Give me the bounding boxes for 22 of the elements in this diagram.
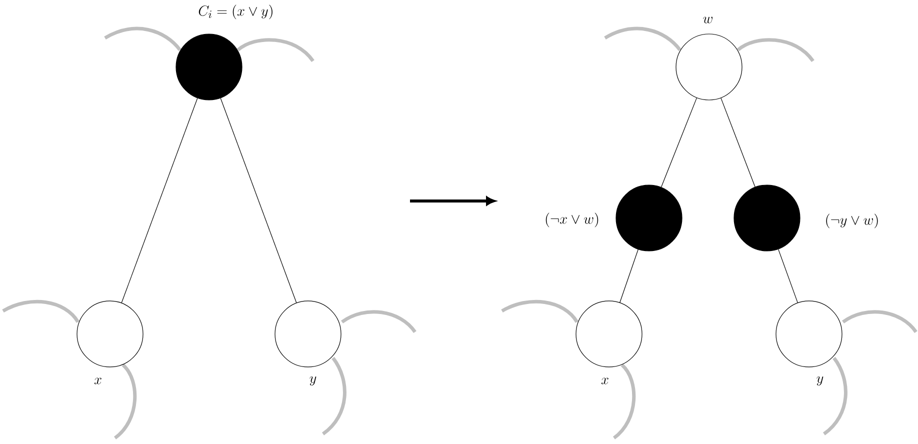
edge-line: [778, 249, 798, 303]
edge-line: [220, 98, 297, 304]
node-label: $y$: [310, 376, 316, 386]
circle-node: [676, 34, 742, 100]
circle-node: [76, 300, 144, 368]
filled-circle: [616, 184, 682, 252]
edge-line: [661, 98, 697, 188]
edge-line: [620, 249, 638, 303]
node-label: $x$: [601, 378, 608, 384]
node-label: $C_i = (x \vee y)$: [198, 4, 272, 20]
filled-circle: [176, 34, 242, 100]
node-label: $(\neg x \vee w)$: [546, 212, 598, 228]
node-label: $w$: [703, 16, 712, 24]
circle-node: [274, 300, 342, 368]
node-label: $x$: [94, 378, 102, 384]
edge-line: [720, 98, 756, 188]
edge-line: [121, 98, 198, 304]
filled-circle: [734, 184, 800, 252]
node-label: $(\neg y \vee w)$: [826, 214, 878, 228]
circle-node: [576, 300, 642, 368]
circle-node: [776, 300, 842, 368]
node-label: $y$: [816, 376, 824, 386]
